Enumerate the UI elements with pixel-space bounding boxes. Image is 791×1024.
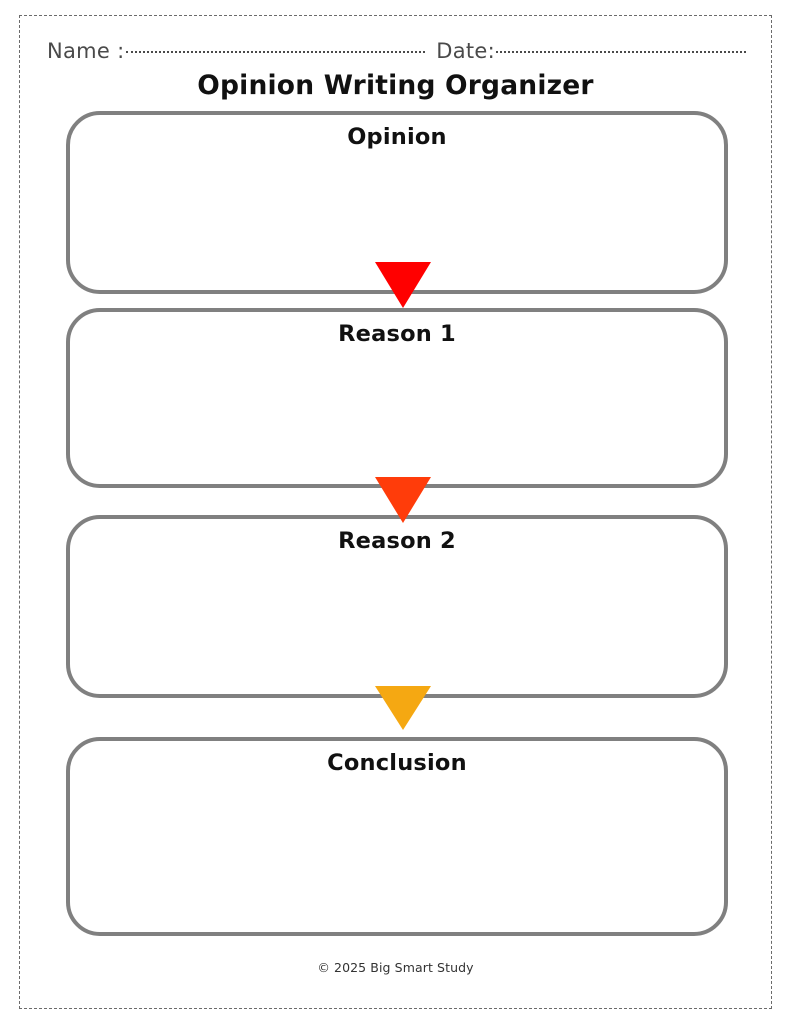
name-label: Name :: [47, 39, 125, 63]
date-input-line[interactable]: [496, 38, 746, 58]
arrow-down-icon-red: [375, 262, 431, 308]
organizer-box-reason-1[interactable]: Reason 1: [66, 308, 728, 488]
organizer-box-conclusion[interactable]: Conclusion: [66, 737, 728, 936]
date-label: Date:: [436, 39, 495, 63]
organizer-box-label-opinion: Opinion: [347, 124, 447, 150]
arrow-down-icon-amber: [375, 686, 431, 730]
arrow-down-icon-orange-red: [375, 477, 431, 523]
organizer-box-label-conclusion: Conclusion: [327, 750, 467, 776]
organizer-box-reason-2[interactable]: Reason 2: [66, 515, 728, 698]
writing-area-reason-2[interactable]: [84, 563, 710, 686]
writing-area-conclusion[interactable]: [84, 785, 710, 924]
organizer-box-label-reason-1: Reason 1: [338, 321, 456, 347]
page-title: Opinion Writing Organizer: [197, 70, 594, 101]
footer-credit: © 2025 Big Smart Study: [317, 960, 474, 975]
name-date-row: Name : Date:: [47, 38, 747, 64]
writing-area-reason-1[interactable]: [84, 356, 710, 476]
organizer-box-label-reason-2: Reason 2: [338, 528, 456, 554]
name-input-line[interactable]: [125, 38, 426, 58]
